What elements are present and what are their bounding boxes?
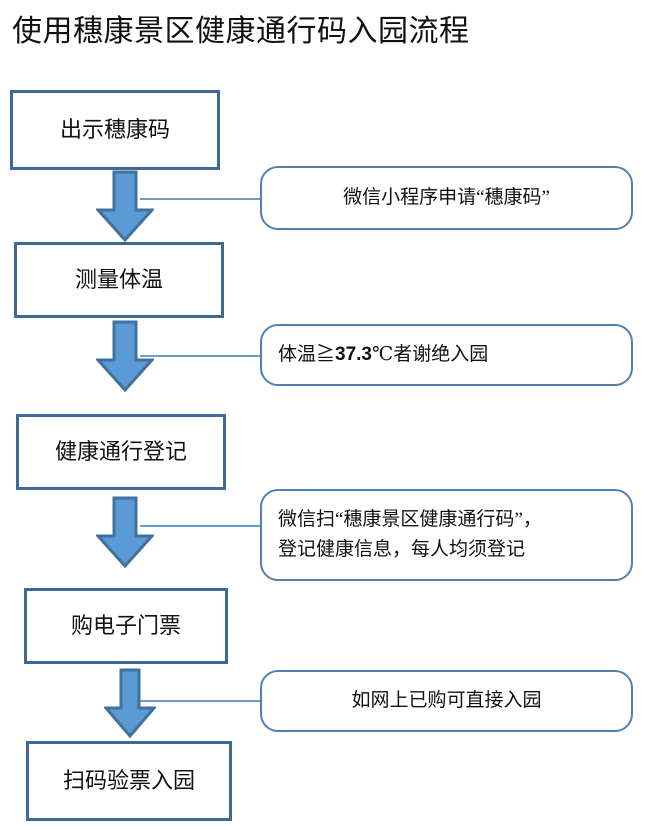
- connector-line-3: [140, 525, 262, 527]
- process-box-step-3[interactable]: 健康通行登记: [16, 414, 226, 490]
- connector-line-2: [140, 355, 262, 357]
- note-box-label: 微信扫“穗康景区健康通行码”， 登记健康信息，每人均须登记: [278, 509, 542, 560]
- process-box-label: 扫码验票入园: [62, 768, 195, 793]
- note-box-2[interactable]: 体温≧37.3℃者谢绝入园: [260, 324, 633, 386]
- process-box-label: 健康通行登记: [54, 439, 187, 464]
- note-box-label: 体温≧37.3℃者谢绝入园: [262, 340, 504, 370]
- connector-line-4: [140, 700, 262, 702]
- down-arrow-icon-3: [96, 496, 154, 568]
- process-box-label: 测量体温: [74, 267, 163, 292]
- note-box-label: 微信小程序申请“穗康码”: [343, 187, 550, 208]
- note-box-label: 如网上已购可直接入园: [351, 690, 542, 711]
- note-box-3[interactable]: 微信扫“穗康景区健康通行码”， 登记健康信息，每人均须登记: [260, 489, 633, 581]
- note-prefix: 体温≧: [278, 344, 336, 365]
- down-arrow-icon-2: [96, 320, 154, 392]
- process-box-label: 购电子门票: [70, 613, 181, 638]
- connector-line-1: [140, 198, 262, 200]
- process-box-step-2[interactable]: 测量体温: [14, 242, 224, 318]
- note-temperature-value: 37.3: [335, 344, 372, 365]
- note-box-4[interactable]: 如网上已购可直接入园: [260, 670, 633, 732]
- note-box-1[interactable]: 微信小程序申请“穗康码”: [260, 166, 633, 230]
- note-suffix: ℃者谢绝入园: [372, 344, 489, 365]
- process-box-step-1[interactable]: 出示穗康码: [10, 90, 220, 170]
- page-title: 使用穗康景区健康通行码入园流程: [12, 15, 470, 48]
- process-box-step-5[interactable]: 扫码验票入园: [26, 741, 232, 821]
- process-box-label: 出示穗康码: [59, 117, 170, 142]
- process-box-step-4[interactable]: 购电子门票: [24, 588, 228, 664]
- down-arrow-icon-4: [104, 668, 156, 738]
- down-arrow-icon-1: [96, 170, 154, 242]
